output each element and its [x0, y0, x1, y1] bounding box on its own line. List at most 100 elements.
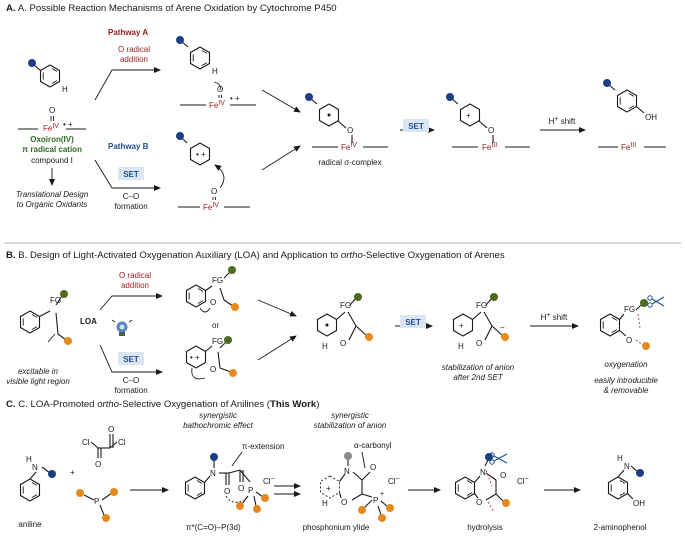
svg-text:FeIV: FeIV [209, 100, 225, 110]
svg-text:C–O: C–O [123, 376, 139, 385]
svg-text:FeIV: FeIV [203, 202, 219, 212]
phenol-product: OH FeIII [598, 79, 666, 152]
converge-arrow-top [261, 89, 301, 113]
svg-text:O: O [210, 365, 216, 374]
svg-text:SET: SET [123, 355, 139, 364]
loa-radical-intermediate: FG O or [185, 266, 239, 330]
svg-text:O: O [488, 126, 494, 135]
sigma-complex-label: radical σ-complex [318, 158, 381, 167]
or-label: or [212, 321, 219, 330]
svg-text:N: N [210, 469, 216, 478]
section-c-title: C. C. LOA-Promoted ortho-Selective Oxyge… [6, 399, 319, 410]
oxygenation-label: oxygenation [604, 360, 648, 369]
svg-text:O: O [340, 339, 346, 348]
addition-label: addition [120, 55, 148, 64]
svg-text:FG: FG [50, 296, 61, 305]
svg-text:& removable: & removable [604, 386, 649, 395]
pi-star-label: π*(C=O)–P(3d) [186, 523, 241, 532]
compound-i: O FeIV • + Oxoiron(IV) π radical cation … [18, 106, 86, 165]
pi-extension-label: π-extension [242, 442, 284, 451]
svg-text:O: O [224, 487, 230, 496]
oxoiron-label: Oxoiron(IV) [30, 135, 74, 144]
svg-text:SET: SET [123, 170, 139, 179]
stabilization-label: stabilization of anion [442, 363, 515, 372]
aniline: N H aniline [18, 455, 56, 529]
svg-text:formation: formation [114, 386, 147, 395]
svg-text:FG: FG [624, 305, 635, 314]
svg-text:+: + [70, 468, 75, 477]
svg-text:O: O [626, 336, 632, 345]
svg-text:SET: SET [405, 318, 421, 327]
svg-text:+: + [466, 111, 471, 120]
phosphine-reagent: P [76, 488, 118, 522]
pathway-a-label: Pathway A [108, 28, 148, 37]
svg-text:P: P [94, 497, 99, 506]
loa-radical-cation-intermediate: • + FG O [185, 336, 237, 380]
synergistic-label-1: synergistic [199, 411, 237, 420]
arene-start: H [28, 59, 68, 94]
synergistic-label-2: synergistic [331, 411, 369, 420]
o-radical-label: O radical [118, 45, 150, 54]
alpha-carbonyl-label: α-carbonyl [354, 441, 392, 450]
svg-text:SET: SET [408, 122, 424, 131]
radical-cation-text: π radical cation [22, 145, 82, 154]
svg-text:Cl−: Cl− [263, 476, 275, 486]
pathway-b-intermediate: • + O FeIV [176, 132, 250, 212]
acyl-phosphonium-intermediate: N O O P Cl− π*(C=O)–P(3d) [184, 451, 275, 532]
o-label: O [49, 106, 55, 115]
loa-substrate: FG LOA excitable in visible light region [6, 290, 97, 386]
excitable-label: excitable in [18, 367, 59, 376]
section-b-title: B. B. Design of Light-Activated Oxygenat… [6, 250, 505, 261]
svg-text:O: O [476, 498, 482, 507]
compound-i-label: compound I [31, 156, 73, 165]
svg-text:P: P [373, 496, 378, 505]
svg-text:Cl−: Cl− [388, 476, 400, 486]
svg-text:N: N [344, 467, 350, 476]
pathway-b-label: Pathway B [108, 142, 149, 151]
svg-text:H: H [617, 454, 623, 463]
svg-text:O: O [108, 425, 114, 434]
svg-text:Cl: Cl [82, 438, 90, 447]
loa-o-addition-arrow [99, 293, 163, 311]
converge-arrow-bottom [261, 145, 301, 171]
svg-text:O radical: O radical [119, 271, 151, 280]
svg-text:OH: OH [633, 499, 645, 508]
hydrolysis-intermediate: N O O Cl− hydrolysis [454, 452, 529, 532]
svg-text:FG: FG [476, 301, 487, 310]
svg-text:O: O [370, 463, 376, 472]
loa-label: LOA [80, 317, 97, 326]
loa-anion-intermediate: + FG O H − stabilization of anion after … [442, 293, 515, 382]
aminophenol-label: 2-aminophenol [594, 523, 647, 532]
svg-text:O: O [500, 471, 506, 480]
set-badge [118, 167, 144, 180]
svg-text:O: O [476, 339, 482, 348]
svg-text:OH: OH [645, 113, 657, 122]
svg-text:+: + [380, 491, 384, 498]
co-formation-label: C–O [123, 192, 139, 201]
aminophenol-product: N H OH 2-aminophenol [594, 454, 647, 532]
svg-text:O: O [95, 460, 101, 469]
loa-set-arrow [99, 344, 163, 375]
svg-text:FeIII: FeIII [482, 142, 497, 152]
scissors-icon [647, 295, 665, 308]
svg-text:FG: FG [212, 276, 223, 285]
svg-text:• +: • + [190, 353, 200, 362]
translational-design-label-2: to Organic Oxidants [17, 200, 88, 209]
svg-text:H: H [458, 342, 464, 351]
svg-text:N: N [32, 463, 38, 472]
svg-text:• +: • + [230, 94, 240, 103]
svg-text:H: H [212, 67, 218, 76]
svg-text:stabilization of anion: stabilization of anion [314, 421, 387, 430]
light-bulb-icon [111, 319, 133, 336]
svg-text:Cl: Cl [118, 438, 126, 447]
svg-text:O: O [210, 298, 216, 307]
svg-text:formation: formation [114, 202, 147, 211]
svg-text:N: N [480, 468, 486, 477]
svg-text:• +: • + [196, 150, 206, 159]
radical-sigma-complex: O FeIV radical σ-complex [305, 93, 388, 167]
svg-text:after 2nd SET: after 2nd SET [453, 373, 503, 382]
removable-label: easily introducible [594, 376, 658, 385]
svg-text:O: O [217, 85, 223, 94]
cationic-sigma-complex: − + O FeIII [446, 93, 530, 152]
loa-sigma-complex: FG O H [316, 293, 373, 351]
